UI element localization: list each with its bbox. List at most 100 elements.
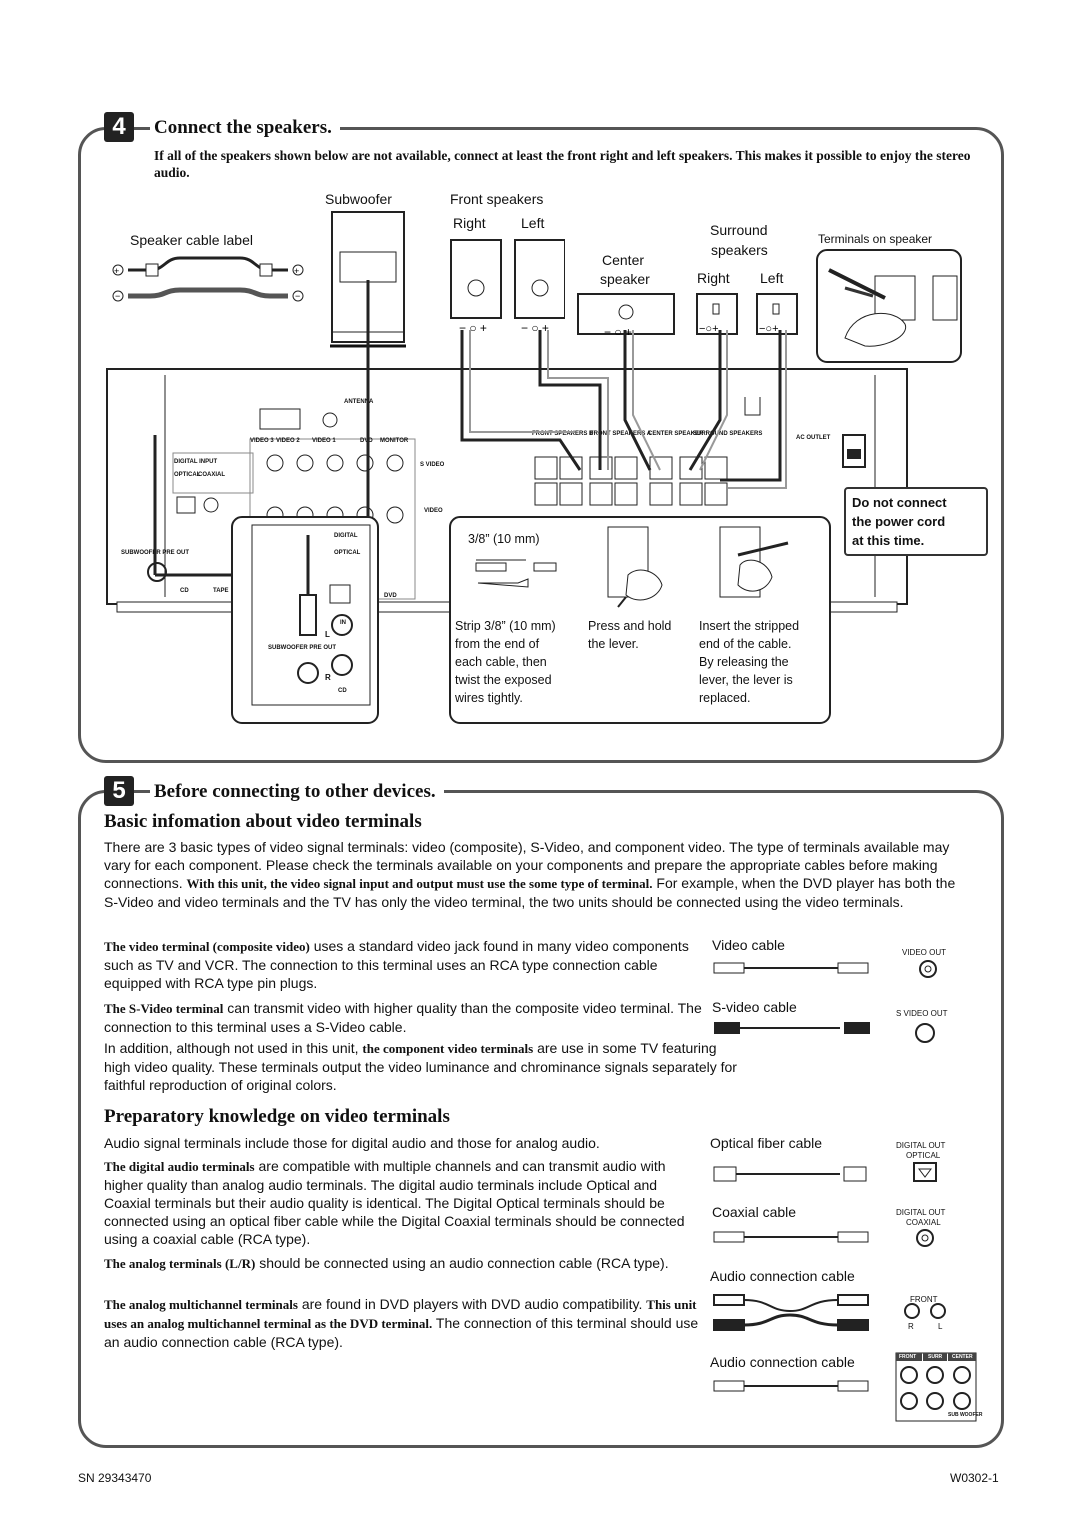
component-paragraph: In addition, although not used in this u…: [104, 1039, 744, 1094]
step-press-text: Press and hold the lever.: [588, 617, 671, 653]
component-text-a: In addition, although not used in this u…: [104, 1040, 363, 1056]
step-press-line-1: Press and hold: [588, 619, 672, 633]
terminals-on-speaker-inset: [816, 249, 962, 363]
step-strip-line-5: wires tightly.: [455, 691, 523, 705]
section-4-title: Connect the speakers.: [150, 117, 340, 139]
coaxial-cable-graphic: [713, 1231, 869, 1243]
digital-bold: The digital audio terminals: [104, 1159, 255, 1174]
panel-digital-input: DIGITAL INPUT: [174, 459, 218, 465]
step-strip-line-4: twist the exposed: [455, 673, 552, 687]
section-5-title: Before connecting to other devices.: [150, 781, 444, 803]
intro-bold: With this unit, the video signal input a…: [186, 876, 653, 891]
jack-digital-out-optical-2: OPTICAL: [906, 1151, 941, 1160]
strip-length-label: 3/8” (10 mm): [468, 532, 540, 546]
footer-left-code: SN 29343470: [78, 1471, 152, 1485]
svideo-text: can transmit video with higher quality t…: [104, 1000, 702, 1035]
svg-text:+: +: [114, 266, 119, 276]
multichannel-bold-2: This unit uses an analog multichannel te…: [104, 1297, 697, 1331]
cable-illustrations: [713, 962, 870, 1392]
audio-cable-graphic-2: [713, 1380, 869, 1392]
multichannel-text: are found in DVD players with DVD audio …: [297, 1296, 647, 1312]
surround-caption-2: speakers: [711, 242, 768, 258]
inset-in: IN: [340, 620, 346, 626]
basic-info-heading: Basic infomation about video terminals: [104, 811, 422, 832]
intro-text-b: For example, when the DVD player has bot…: [104, 875, 956, 910]
inset-cd: CD: [338, 688, 347, 694]
optical-cable-graphic: [713, 1166, 867, 1182]
multichannel-paragraph: The analog multichannel terminals are fo…: [104, 1295, 704, 1351]
composite-paragraph: The video terminal (composite video) use…: [104, 937, 704, 992]
multichannel-text-2: The connection of this terminal should u…: [104, 1315, 699, 1350]
panel-monitor: MONITOR: [380, 438, 409, 444]
jack-sub-woofer-small: SUB WOOFER: [948, 1412, 983, 1418]
analog-paragraph: The analog terminals (L/R) should be con…: [104, 1254, 704, 1273]
front-speakers: − ○ + − ○ +: [450, 239, 565, 335]
step-strip-line-1: Strip 3/8” (10 mm): [455, 619, 556, 633]
multichannel-bold: The analog multichannel terminals: [104, 1297, 298, 1312]
panel-video1: VIDEO 1: [312, 438, 336, 444]
step-insert-line-3: By releasing the: [699, 655, 789, 669]
analog-text: should be connected using an audio conne…: [255, 1255, 669, 1271]
svg-text:− ○ +: − ○ +: [521, 321, 549, 335]
optical-cable-caption: Optical fiber cable: [710, 1135, 823, 1151]
jack-digital-out-optical-1: DIGITAL OUT: [896, 1141, 946, 1150]
power-cord-warning: Do not connect the power cord at this ti…: [844, 487, 988, 556]
panel-optical: OPTICAL: [174, 472, 201, 478]
panel-antenna: ANTENNA: [344, 399, 374, 405]
component-bold: the component video terminals: [362, 1041, 534, 1056]
audio-cable-caption-1: Audio connection cable: [710, 1268, 855, 1284]
section-4-note: If all of the speakers shown below are n…: [154, 148, 971, 180]
svideo-cable-graphic: [714, 1022, 870, 1034]
warning-line-1: Do not connect: [852, 495, 947, 510]
step-5-number: 5: [104, 776, 134, 806]
subwoofer-zoom-inset: [231, 516, 379, 724]
component-text-b: are use in some TV featuring high video …: [104, 1040, 737, 1093]
jack-l-label: L: [938, 1322, 943, 1331]
panel-front-speakers-a: FRONT SPEAKERS A: [590, 431, 652, 437]
audio-cable-graphic-1: [713, 1294, 869, 1331]
composite-text: uses a standard video jack found in many…: [104, 938, 689, 991]
panel-s-video: S VIDEO: [420, 462, 445, 468]
center-caption-2: speaker: [600, 271, 650, 287]
panel-coaxial: COAXIAL: [198, 472, 225, 478]
composite-bold: The video terminal (composite video): [104, 939, 310, 954]
speaker-wires: [153, 280, 787, 577]
panel-dvd-lower: DVD: [384, 593, 397, 599]
step-insert-line-1: Insert the stripped: [699, 619, 800, 633]
warning-line-3: at this time.: [852, 533, 925, 548]
svideo-cable-caption: S-video cable: [712, 999, 797, 1015]
front-right-caption: Right: [453, 215, 486, 231]
jack-s-video-out-label: S VIDEO OUT: [896, 1009, 948, 1018]
panel-center-speaker: CENTER SPEAKER: [648, 431, 704, 437]
step-strip-line-3: each cable, then: [455, 655, 547, 669]
inset-r: R: [325, 673, 331, 682]
panel-front-speakers-b: FRONT SPEAKERS B: [532, 431, 594, 437]
inset-l: L: [325, 630, 330, 639]
surround-speakers: −○+ −○+: [696, 293, 798, 335]
center-caption-1: Center: [602, 252, 645, 268]
panel-video: VIDEO: [424, 508, 443, 514]
step-insert-line-5: replaced.: [699, 691, 751, 705]
video-intro-paragraph: There are 3 basic types of video signal …: [104, 838, 972, 911]
jack-front-small: FRONT: [899, 1354, 917, 1360]
speaker-cable-label-caption: Speaker cable label: [130, 232, 253, 248]
digital-paragraph: The digital audio terminals are compatib…: [104, 1157, 704, 1248]
svideo-bold: The S-Video terminal: [104, 1001, 224, 1016]
audio-cable-caption-2: Audio connection cable: [710, 1354, 855, 1370]
jack-surr-small: SURR: [928, 1354, 943, 1360]
coaxial-cable-caption: Coaxial cable: [712, 1204, 797, 1220]
jack-illustrations: [895, 960, 977, 1422]
svideo-paragraph: The S-Video terminal can transmit video …: [104, 999, 704, 1036]
intro-text-a: There are 3 basic types of video signal …: [104, 839, 950, 891]
front-speakers-caption: Front speakers: [450, 191, 544, 207]
digital-text: are compatible with multiple channels an…: [104, 1158, 685, 1247]
speaker-cable-diagram: + − + −: [112, 256, 304, 302]
audio-intro-paragraph: Audio signal terminals include those for…: [104, 1134, 704, 1152]
front-left-caption: Left: [521, 215, 545, 231]
step-press-line-2: the lever.: [588, 637, 639, 651]
panel-dvd: DVD: [360, 438, 373, 444]
analog-bold: The analog terminals (L/R): [104, 1256, 256, 1271]
video-cable-caption: Video cable: [712, 937, 785, 953]
jack-front-label: FRONT: [910, 1295, 938, 1304]
jack-video-out-label: VIDEO OUT: [902, 948, 947, 957]
